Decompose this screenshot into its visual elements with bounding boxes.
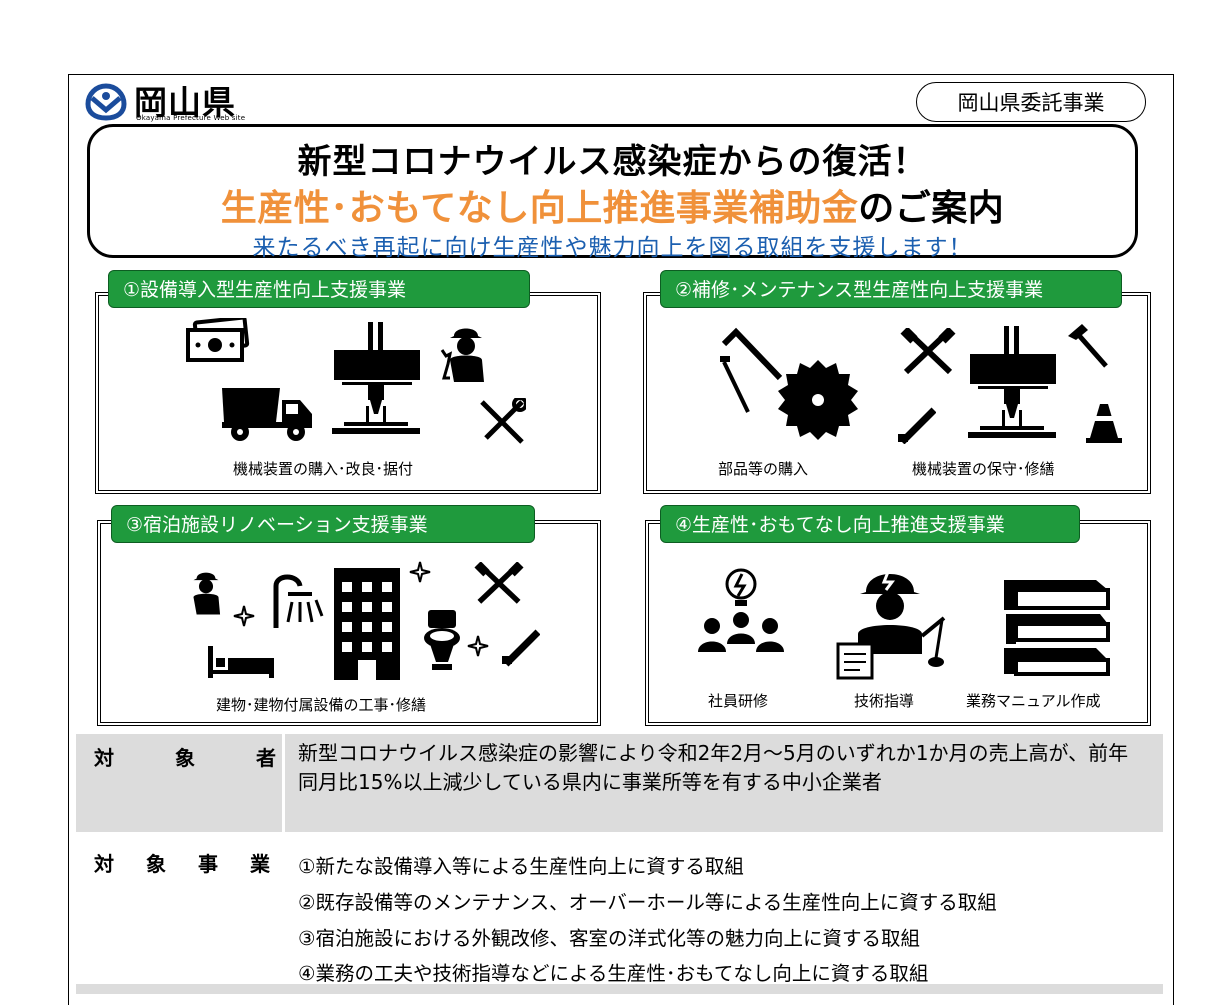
worker-icon — [440, 328, 484, 382]
caption-equipment: 機械装置の購入･改良･据付 — [233, 460, 414, 478]
handsaw-icon — [898, 407, 936, 444]
sparkle-icon — [409, 561, 431, 583]
logo-subtext: Okayama Prefecture Web site — [136, 114, 246, 122]
prefecture-logo[interactable]: 岡山県 Okayama Prefecture Web site — [84, 80, 246, 124]
next-row-strip — [76, 984, 1163, 994]
project-item-4: ④業務の工夫や技術指導などによる生産性･おもてなし向上に資する取組 — [298, 962, 929, 985]
title-line-1: 新型コロナウイルス感染症からの復活！ — [297, 142, 928, 182]
commission-badge: 岡山県委託事業 — [916, 82, 1146, 122]
title-box: 新型コロナウイルス感染症からの復活！ 生産性･おもてなし向上推進事業補助金のご案… — [87, 124, 1138, 261]
building-icon — [334, 568, 400, 680]
panel-title-lodging: ③宿泊施設リノベーション支援事業 — [111, 505, 535, 543]
column-divider — [282, 734, 285, 832]
title-line-2-suffix: のご案内 — [858, 188, 1005, 229]
dump-truck-icon — [222, 388, 312, 441]
caption-maintenance: 機械装置の保守･修繕 — [912, 460, 1055, 478]
caption-manual: 業務マニュアル作成 — [966, 692, 1101, 710]
panel-title-maintenance: ②補修･メンテナンス型生産性向上支援事業 — [660, 270, 1122, 308]
projects-label: 対象事業 — [94, 852, 270, 876]
target-row: 対象者 新型コロナウイルス感染症の影響により令和2年2月～5月のいずれか1か月の… — [76, 734, 1163, 832]
books-icon — [1004, 580, 1110, 676]
toilet-icon — [424, 610, 460, 670]
caption-technical-guidance: 技術指導 — [854, 692, 915, 710]
document-frame — [68, 74, 1174, 1005]
training-group-icon — [698, 568, 784, 652]
worker-icon — [193, 572, 221, 615]
sparkle-icon — [467, 635, 489, 657]
subsidy-name: 生産性･おもてなし向上推進事業補助金 — [220, 188, 859, 229]
project-item-2: ②既存設備等のメンテナンス、オーバーホール等による生産性向上に資する取組 — [298, 891, 997, 914]
caption-parts: 部品等の購入 — [718, 460, 809, 478]
target-text: 新型コロナウイルス感染症の影響により令和2年2月～5月のいずれか1か月の売上高が… — [298, 741, 1129, 794]
hammer-pick-icon — [474, 562, 524, 604]
handsaw-icon — [502, 629, 540, 667]
target-label: 対象者 — [94, 746, 276, 770]
shower-icon — [273, 574, 324, 628]
panel-title-hospitality: ④生産性･おもてなし向上推進支援事業 — [660, 505, 1080, 543]
sparkle-icon — [233, 605, 255, 627]
title-line-2: 生産性･おもてなし向上推進事業補助金のご案内 — [90, 179, 1135, 231]
hammer-icon — [1068, 324, 1108, 368]
caption-training: 社員研修 — [708, 692, 769, 710]
drill-press-icon — [332, 322, 420, 434]
traffic-cone-icon — [1086, 404, 1122, 443]
nail-hammer-icon — [720, 327, 783, 413]
panel-title-equipment: ①設備導入型生産性向上支援事業 — [108, 270, 530, 308]
saw-blade-icon — [778, 360, 858, 440]
hammer-pick-icon — [900, 328, 956, 375]
title-line-3: 来たるべき再起に向け生産性や魅力向上を図る取組を支援します！ — [252, 235, 973, 261]
project-item-3: ③宿泊施設における外観改修、客室の洋式化等の魅力向上に資する取組 — [298, 927, 920, 950]
okayama-emblem-icon — [85, 83, 127, 121]
caption-building-works: 建物･建物付属設備の工事･修繕 — [216, 696, 427, 714]
project-item-1: ①新たな設備導入等による生産性向上に資する取組 — [298, 855, 744, 878]
bed-icon — [208, 646, 274, 678]
money-icon — [186, 318, 250, 362]
logo-text: 岡山県 — [134, 83, 236, 122]
tools-icon — [480, 398, 526, 444]
technical-instructor-icon — [836, 571, 946, 680]
drill-press-icon — [968, 326, 1056, 438]
